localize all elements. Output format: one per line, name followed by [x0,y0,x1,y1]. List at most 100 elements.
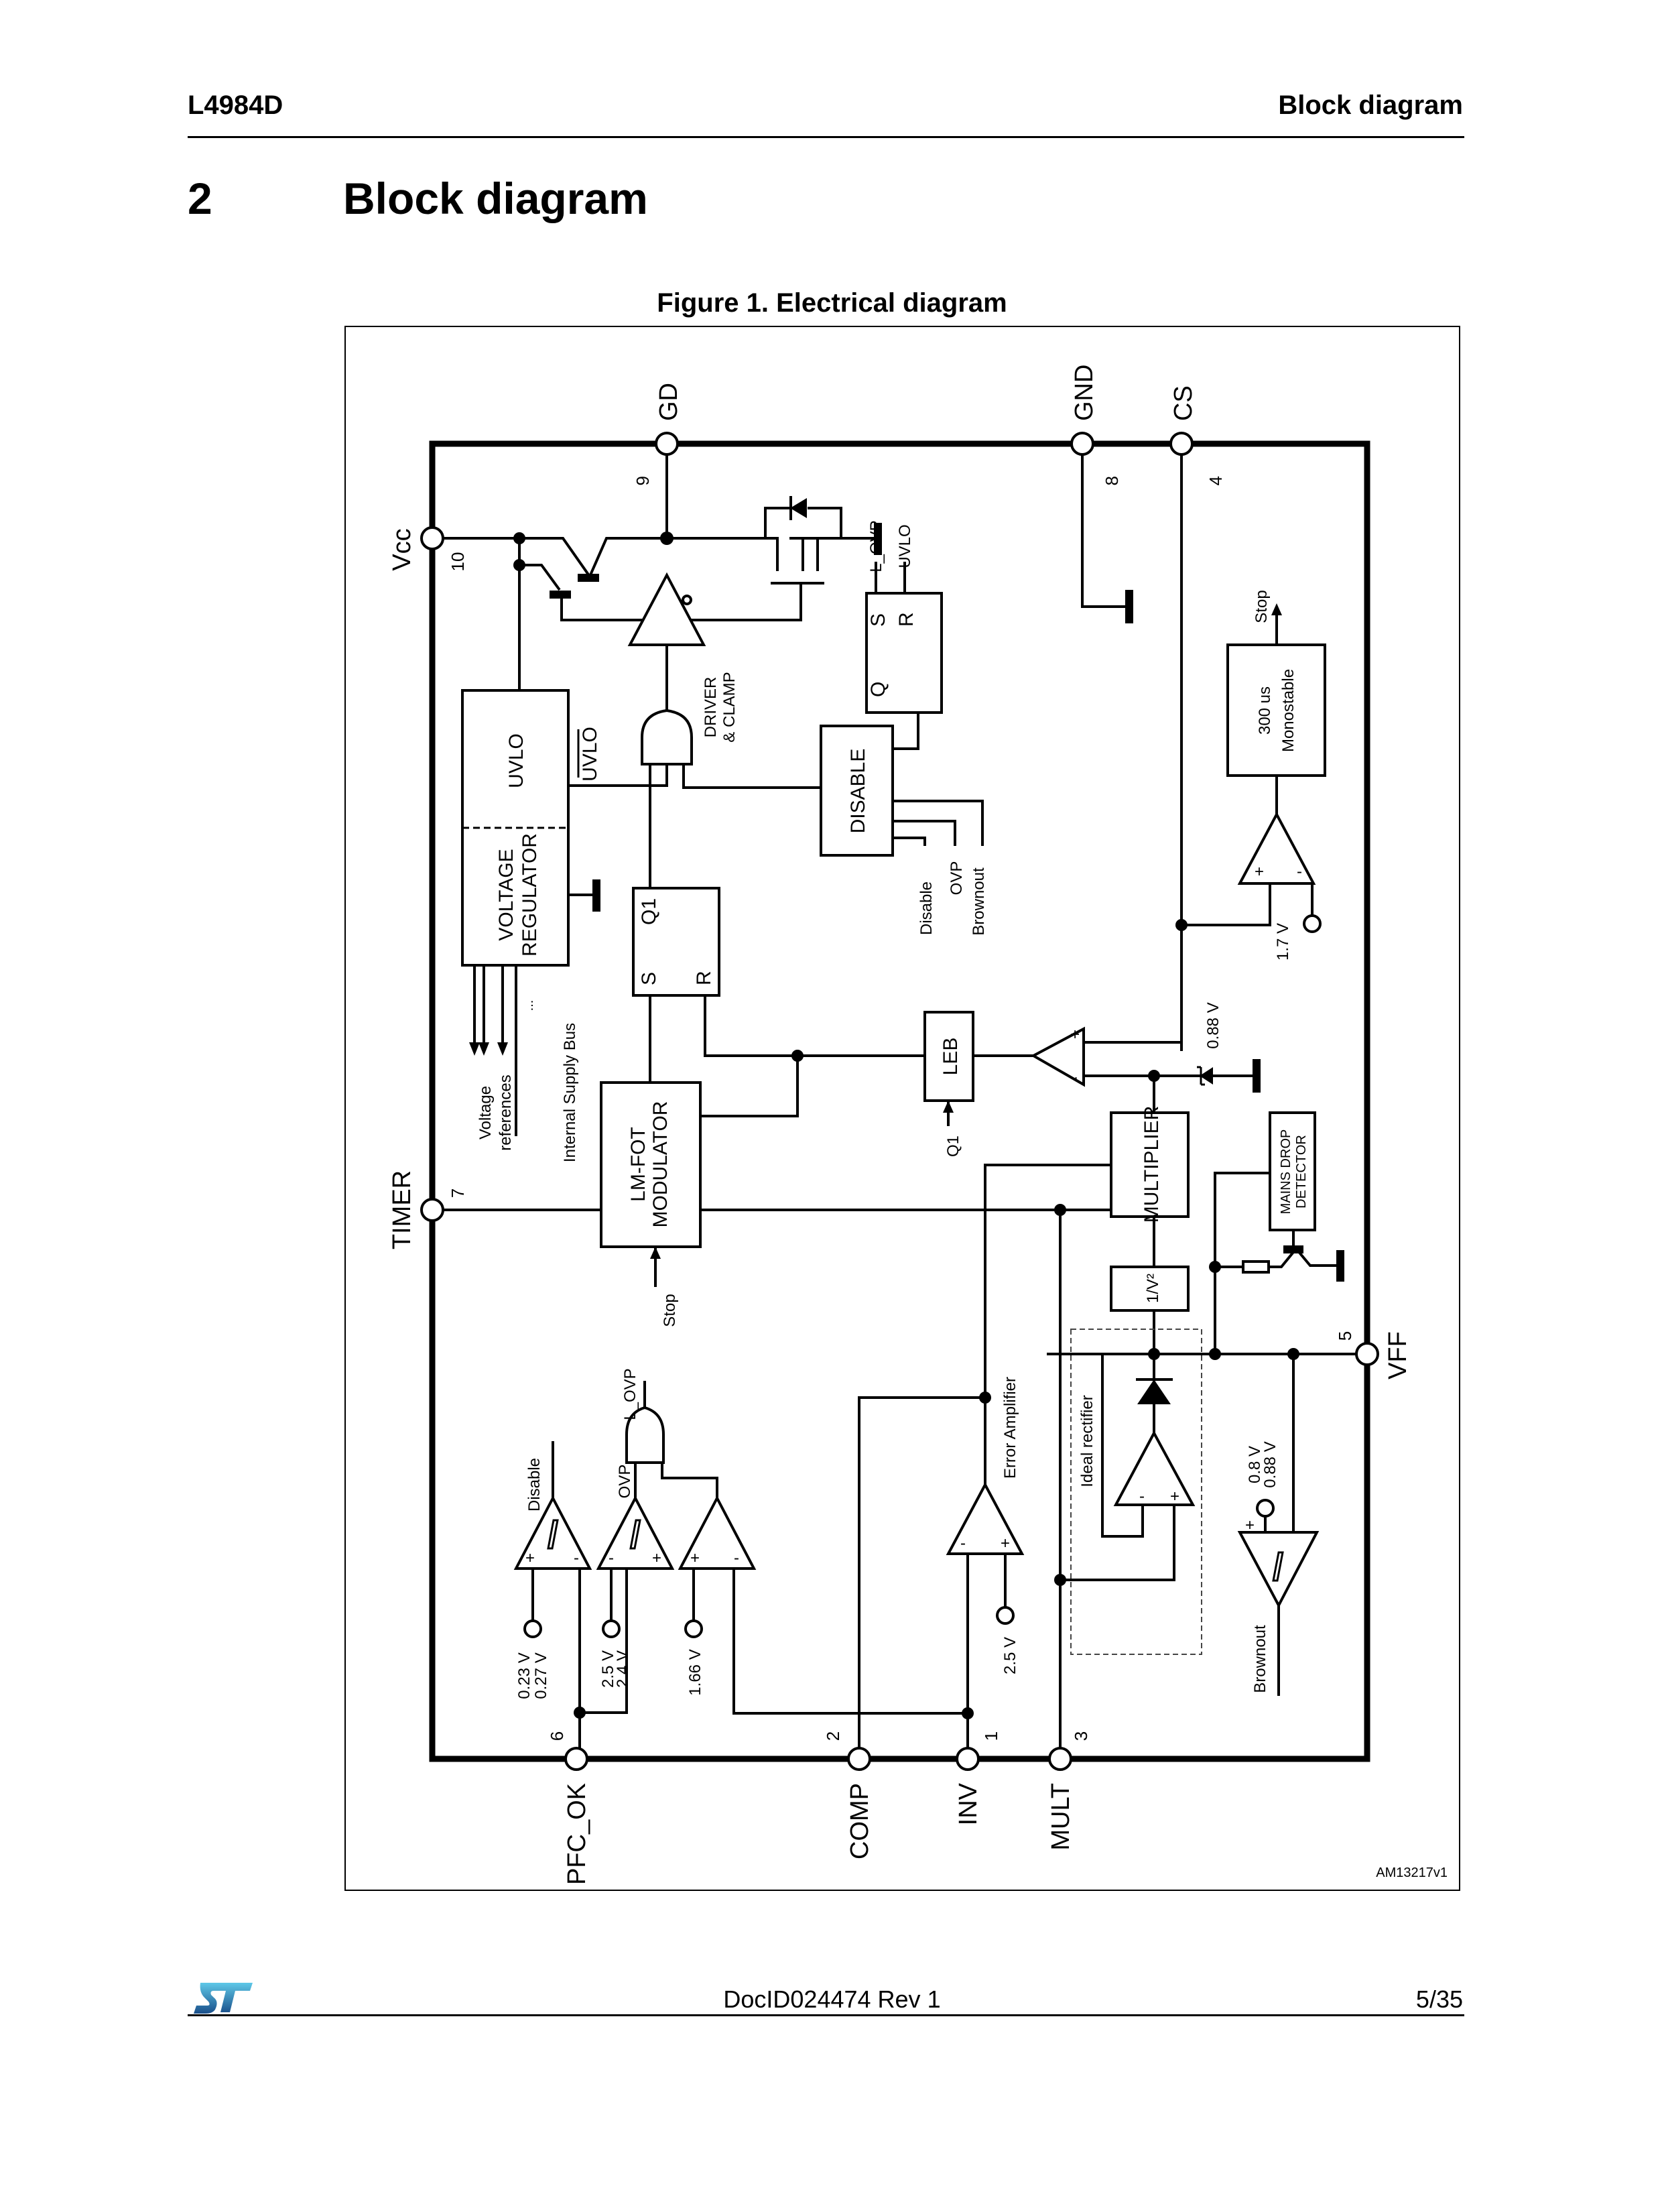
sr-latch-q1-box [632,887,720,997]
pin-gd-label: GD [655,383,683,421]
mosfet-body [765,537,841,571]
lovp-comparator [678,1495,757,1570]
zener-diode-icon [1200,1067,1213,1085]
reference-source-icon [1303,914,1322,933]
reference-source-icon [684,1619,703,1638]
comp-wire [858,1396,985,1748]
plus-sign: + [1170,1487,1179,1506]
disable-latch-wire [893,711,919,750]
disable-output-label: Disable [525,1458,543,1512]
arrow-up-icon [1271,603,1282,615]
minus-sign: - [1297,863,1302,881]
uvlo-label: UVLO [505,733,527,788]
ovp-reference-label-1: 2.5 V [599,1650,617,1688]
minus-sign: - [960,1534,966,1552]
minus-sign: - [574,1549,579,1567]
leb-section: LEB Q1 + - 0.88 V [923,925,1261,1157]
sr-latch-q1-s: S [638,972,660,985]
error-amplifier-section: - + Error Amplifier 2.5 V [732,1377,1025,1748]
inv-v2-label: 1/V² [1144,1274,1162,1303]
rectifier-input-wire [1060,1505,1175,1581]
sr-latch-q1-r: R [693,971,715,985]
lm-fot-box [600,1081,702,1248]
uvlo-regulator-block: UVLO UVLO VOLTAGE REGULATOR ... Voltage … [461,689,601,1162]
resistor-icon [1242,1260,1270,1274]
pin-gnd-number: 8 [1102,476,1122,485]
lm-fot-label-2: MODULATOR [649,1101,671,1228]
rectifier-feedback-wire [1101,1354,1144,1538]
pin-cs-label: CS [1169,385,1198,421]
sr-latch-q1: S R Q1 [632,887,925,1117]
cs-section: 300 us Monostable Stop + - 1.7 V [1175,454,1326,1051]
reference-source-icon [523,1619,542,1638]
pin-comp: COMP 2 [823,1731,874,1859]
stop-modulator-label: Stop [661,1294,679,1327]
hysteresis-icon [547,1519,559,1550]
ellipsis-label: ... [521,1000,536,1011]
lm-fot-label-1: LM-FOT [627,1127,649,1202]
sr-latch-top-box [865,592,943,714]
ovp-comparator [596,1495,675,1570]
zener-reference-label: 0.88 V [1204,1002,1222,1048]
pin-mult: MULT 3 [1047,1731,1091,1851]
header-part-number: L4984D [188,90,283,120]
section-number: 2 [188,174,212,223]
pin-vcc-number: 10 [448,552,468,572]
plus-sign: + [1245,1516,1255,1534]
disable-block: DISABLE Disable OVP Brownout [820,711,988,936]
pin-inv-number: 1 [981,1731,1001,1741]
voltage-references-label-1: Voltage [476,1086,495,1140]
figure-caption: Figure 1. Electrical diagram [657,288,1007,318]
arrow-down-icon [478,1042,489,1056]
ovp-input-label: OVP [948,861,966,896]
pin-vcc-label: Vcc [388,528,416,570]
chip-outline [429,440,1370,1762]
minus-sign: - [609,1549,614,1567]
pin-pfc-ok-terminal [564,1747,588,1771]
plus-sign: + [1001,1534,1010,1552]
modulator-link-wire [700,1056,799,1117]
header-section-name: Block diagram [1278,90,1463,120]
driver-label-1: DRIVER [702,677,720,738]
stop-monostable-label: Stop [1253,590,1271,623]
pin-gd: GD 9 [633,383,683,485]
and-gate-inputs [563,764,821,888]
pfc-ok-section: + - Disable 0.23 V 0.27 V - + 2.5 V 2.4 … [513,1368,757,1748]
pin-mult-number: 3 [1071,1731,1091,1741]
pin-gnd-terminal [1070,432,1094,456]
cs-to-comparator-wire [1084,925,1183,1044]
transistor-wires [1292,1230,1337,1267]
ovp-reference-label-2: 2.4 V [614,1650,632,1688]
arrow-down-icon [469,1042,480,1056]
and-gate-driver [641,709,693,765]
sr-latch-top-s: S [867,613,889,627]
inv-v2-box [1110,1266,1190,1312]
footer-page-number: 5/35 [1415,1985,1463,2013]
pin-vff-terminal [1355,1342,1379,1366]
hysteresis-icon [629,1519,641,1550]
pin-vff-label: VFF [1384,1331,1412,1379]
pin-timer-terminal [420,1198,444,1222]
voltage-regulator-label-1: VOLTAGE [495,849,517,940]
diode-anode-wire [808,507,842,538]
leb-label: LEB [940,1038,962,1076]
pin-inv-label: INV [954,1782,982,1825]
disable-reference-label-1: 0.23 V [515,1652,533,1699]
inv-to-lovp-wire [732,1554,968,1715]
disable-reference-label-2: 0.27 V [532,1652,550,1699]
error-amplifier-label: Error Amplifier [1001,1377,1019,1479]
pin-comp-terminal [847,1747,871,1771]
diode-icon [790,498,807,518]
gnd-wire [1081,454,1126,608]
plus-sign: + [1066,1030,1084,1039]
plus-sign: + [525,1549,535,1567]
pin-mult-terminal [1048,1747,1072,1771]
disable-label: DISABLE [847,749,869,834]
arrow-up-icon [943,1101,954,1113]
disable-input-label: Disable [917,881,936,935]
lovp-reference-label: 1.66 V [686,1649,704,1695]
latch-reset-wire [704,995,925,1057]
pin-pfc-ok-label: PFC_OK [563,1783,591,1885]
minus-sign: - [734,1549,739,1567]
pin-vcc: Vcc 10 [388,526,468,572]
